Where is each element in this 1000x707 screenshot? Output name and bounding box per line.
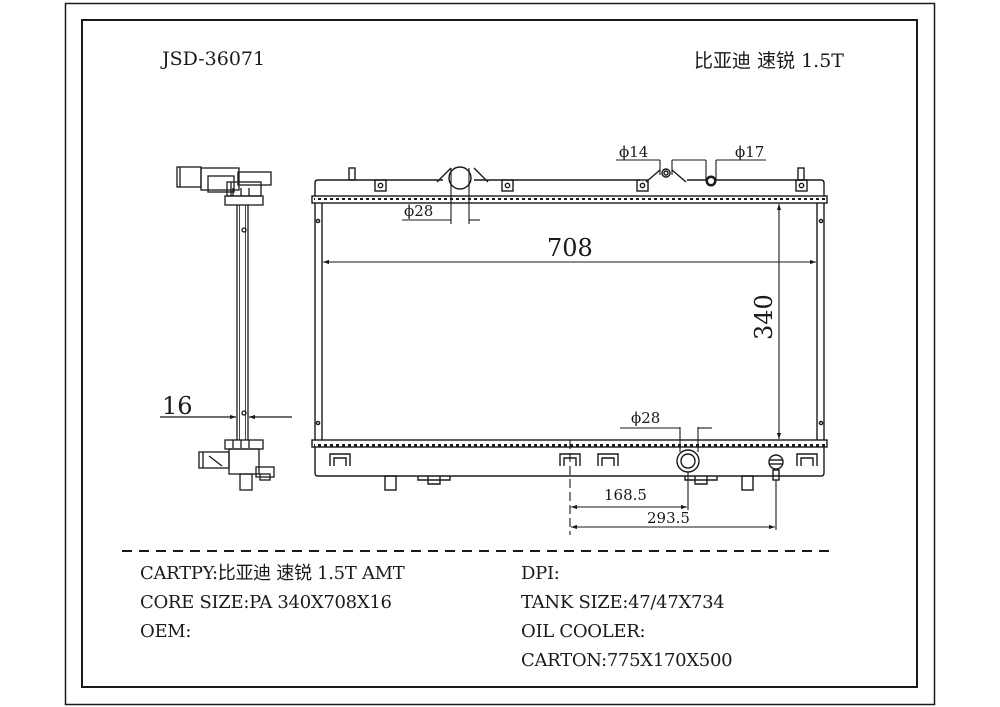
part-number: JSD-36071	[162, 48, 266, 70]
outlet-offset-label: 168.5	[604, 486, 647, 504]
spec-cartpy: CARTPY:比亚迪 速锐 1.5T AMT	[140, 563, 405, 584]
small-port-diameter-label: ϕ14	[619, 143, 649, 161]
vehicle-model: 比亚迪 速锐 1.5T	[694, 50, 844, 72]
spec-core-size: CORE SIZE:PA 340X708X16	[140, 592, 392, 613]
dimension-lines	[323, 159, 816, 535]
spec-carton: CARTON:775X170X500	[521, 650, 733, 671]
core-height-label: 340	[750, 294, 778, 340]
spec-oem: OEM:	[140, 621, 192, 642]
drain-offset-label: 293.5	[647, 509, 690, 527]
outlet-diameter-label: ϕ28	[631, 409, 661, 427]
side-view	[176, 166, 275, 491]
spec-oil-cooler: OIL COOLER:	[521, 621, 646, 642]
spec-dpi: DPI:	[521, 563, 560, 584]
core-width-label: 708	[547, 234, 593, 262]
inlet-diameter-label: ϕ28	[404, 202, 434, 220]
cap-port-diameter-label: ϕ17	[735, 143, 765, 161]
core-thickness-label: 16	[162, 392, 193, 420]
sheet-border	[64, 2, 936, 706]
spec-tank-size: TANK SIZE:47/47X734	[521, 592, 725, 613]
